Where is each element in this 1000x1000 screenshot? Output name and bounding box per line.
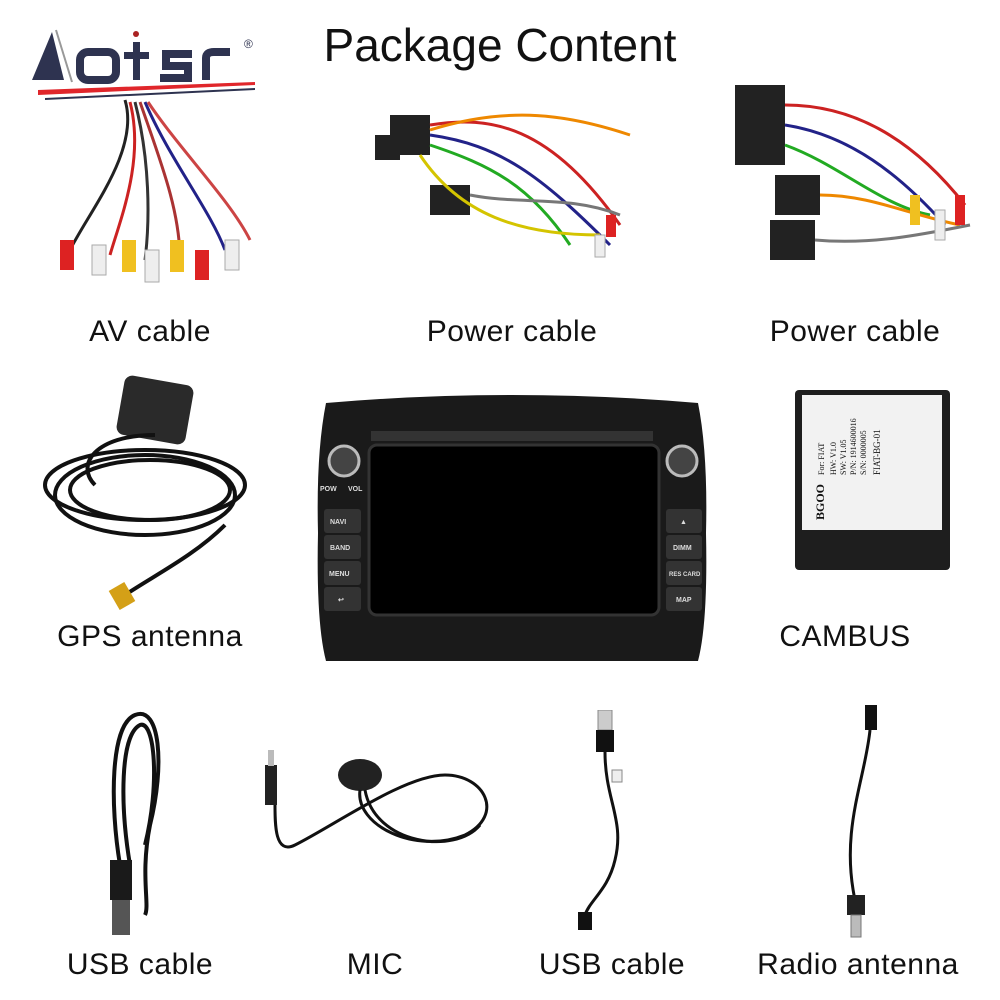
item-label-power-cable-iso: Power cable xyxy=(769,315,941,348)
power-cable-image xyxy=(370,95,650,275)
microphone-image xyxy=(255,745,500,875)
svg-text:BAND: BAND xyxy=(330,545,350,552)
item-label-av-cable: AV cable xyxy=(89,315,211,348)
svg-text:↩: ↩ xyxy=(338,597,344,604)
svg-text:MENU: MENU xyxy=(329,571,350,578)
svg-text:▲: ▲ xyxy=(680,519,687,526)
head-unit-right-buttons: ▲ DIMM RES CARD MAP xyxy=(666,509,702,611)
svg-text:BGOO: BGOO xyxy=(813,484,827,520)
svg-text:S/N: 0000005: S/N: 0000005 xyxy=(859,430,868,475)
usb-cable-short-image xyxy=(570,710,650,935)
svg-text:MAP: MAP xyxy=(676,597,692,604)
power-cable-iso-image xyxy=(730,75,980,285)
gps-antenna-image xyxy=(35,375,265,615)
svg-text:For: FIAT: For: FIAT xyxy=(817,443,826,475)
item-label-usb-cable: USB cable xyxy=(66,948,214,981)
svg-text:P/N: 1914600016: P/N: 1914600016 xyxy=(849,418,858,475)
svg-text:HW: V1.0: HW: V1.0 xyxy=(829,442,838,475)
svg-text:NAVI: NAVI xyxy=(330,519,346,526)
svg-text:FIAT-BG-01: FIAT-BG-01 xyxy=(872,429,882,475)
head-unit-left-buttons: NAVI BAND MENU ↩ xyxy=(324,509,361,611)
item-label-usb-cable-short: USB cable xyxy=(538,948,686,981)
radio-antenna-image xyxy=(825,700,895,940)
item-label-power-cable: Power cable xyxy=(426,315,598,348)
page-title: Package Content xyxy=(323,19,677,71)
svg-text:POW: POW xyxy=(320,486,337,493)
av-cable-image xyxy=(30,90,270,310)
item-label-mic: MIC xyxy=(346,948,404,981)
svg-text:RES CARD: RES CARD xyxy=(669,572,701,578)
head-unit-image: POW VOL NAVI BAND MENU ↩ ▲ DIMM RES CARD… xyxy=(316,393,708,668)
item-label-radio-antenna: Radio antenna xyxy=(757,948,959,981)
svg-text:VOL: VOL xyxy=(348,486,363,493)
brand-logo: ® xyxy=(20,20,260,100)
item-label-cambus: CAMBUS xyxy=(779,620,911,653)
usb-cable-image xyxy=(90,705,200,945)
svg-text:®: ® xyxy=(244,37,253,51)
cambus-box-image: BGOO For: FIAT HW: V1.0 SW: V1.05 P/N: 1… xyxy=(790,385,955,575)
svg-text:DIMM: DIMM xyxy=(673,545,692,552)
item-label-gps-antenna: GPS antenna xyxy=(57,620,243,653)
svg-text:SW: V1.05: SW: V1.05 xyxy=(839,439,848,475)
